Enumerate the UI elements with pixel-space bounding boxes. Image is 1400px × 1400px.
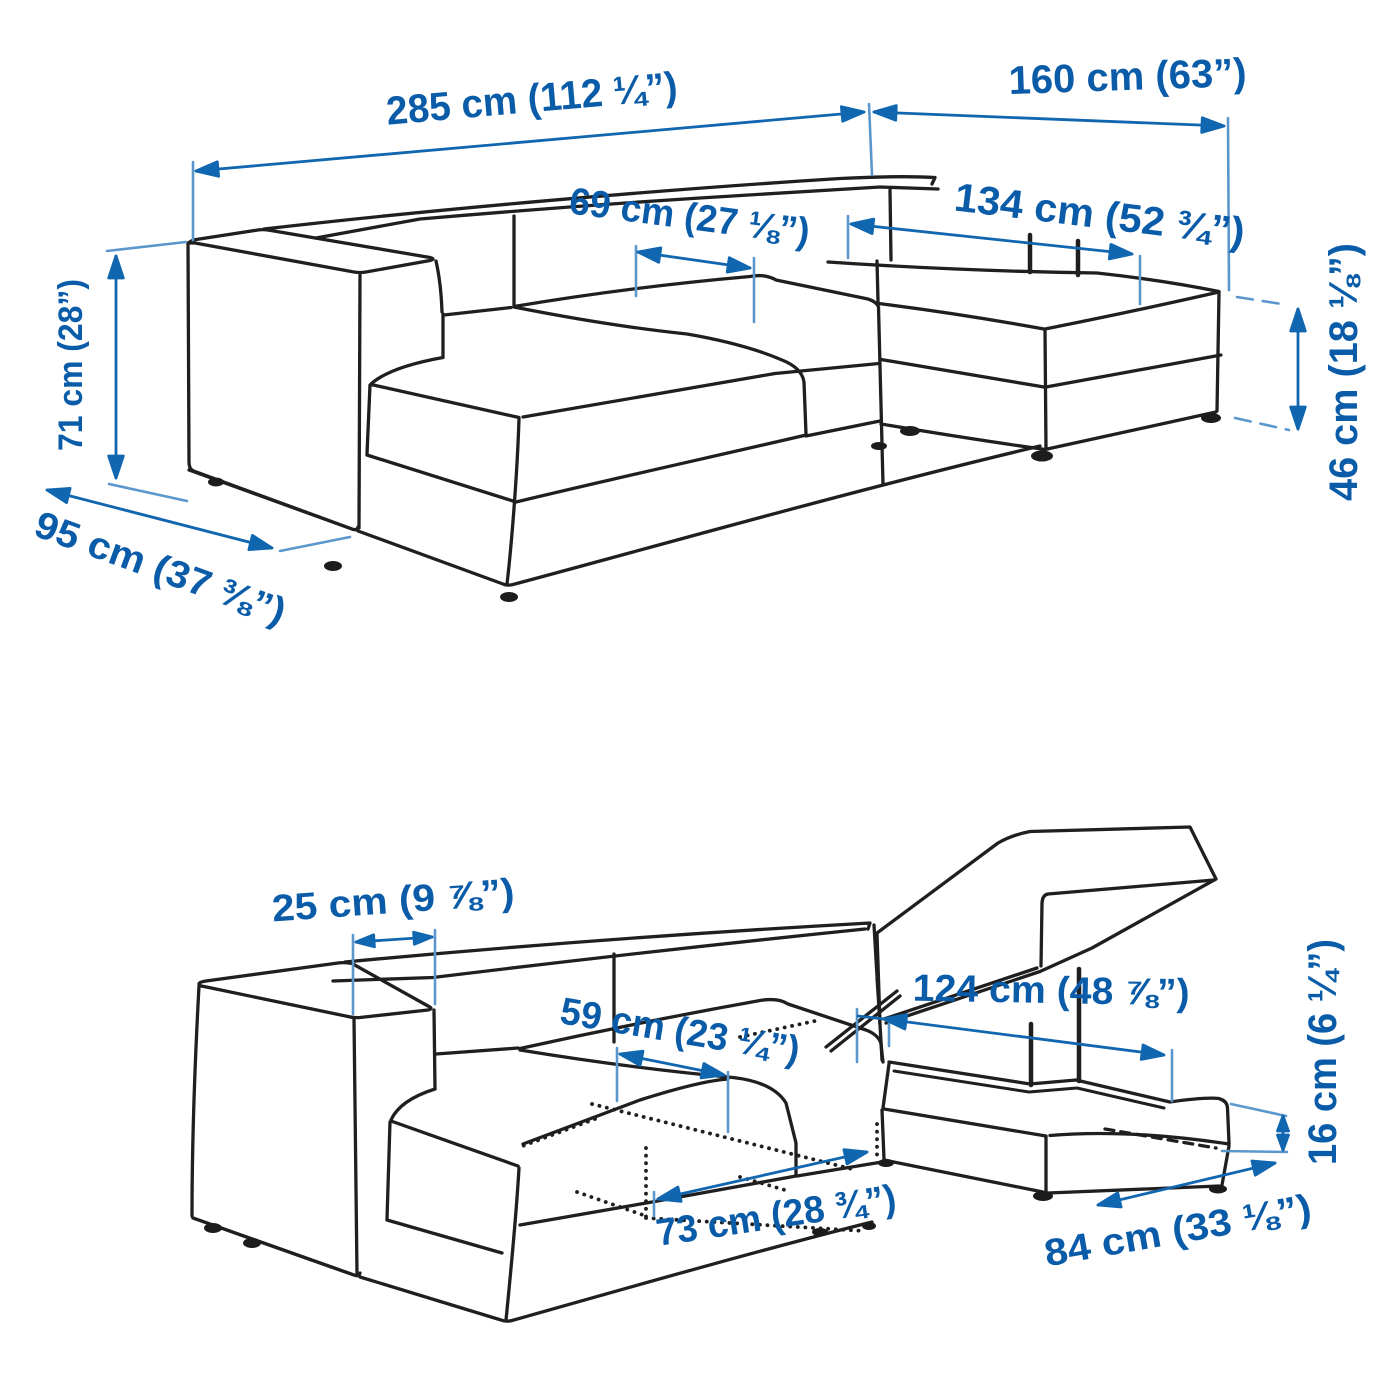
- svg-text:16 cm (6 ¼”): 16 cm (6 ¼”): [1301, 939, 1345, 1165]
- svg-text:160 cm (63”): 160 cm (63”): [1008, 51, 1247, 103]
- svg-text:46 cm (18 ⅛”): 46 cm (18 ⅛”): [1322, 243, 1366, 501]
- svg-text:124 cm (48 ⅞”): 124 cm (48 ⅞”): [912, 968, 1190, 1015]
- svg-text:71 cm (28”): 71 cm (28”): [52, 279, 90, 451]
